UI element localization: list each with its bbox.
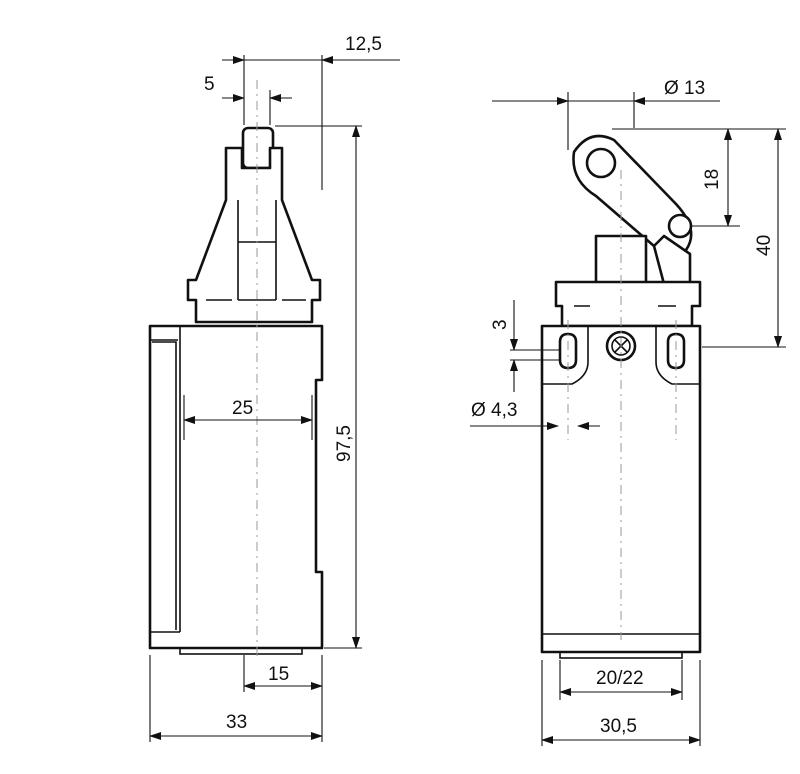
- front-view: [470, 92, 786, 746]
- head-housing: [186, 146, 322, 324]
- mount-slot-left: [558, 332, 578, 370]
- dim-roller-diameter: Ø 13: [664, 78, 705, 99]
- dim-top-width: 12,5: [345, 34, 382, 55]
- mount-slot-right: [666, 332, 686, 370]
- dim-body-width: 33: [226, 712, 247, 733]
- dim-plunger-width: 5: [204, 74, 215, 95]
- side-view: [148, 55, 400, 742]
- dim-overall-height-front: 97,5: [334, 425, 355, 462]
- arm-pivot: [667, 213, 693, 239]
- front-head: [554, 280, 702, 328]
- dim-body-depth: 30,5: [600, 716, 637, 737]
- dim-hole-diameter: Ø 4,3: [471, 400, 517, 421]
- dim-overall-height-side: 40: [754, 235, 775, 256]
- roller-wheel: [585, 147, 617, 179]
- dim-inner-width: 25: [232, 398, 253, 419]
- dim-base-offset: 15: [268, 664, 289, 685]
- plunger-cap: [241, 126, 275, 170]
- dim-slot-spacing: 3: [490, 319, 511, 330]
- dim-mount-spacing: 20/22: [596, 668, 644, 689]
- dim-arm-height: 18: [702, 169, 723, 190]
- dimension-labels: 12,5 5 Ø 13 18 40 97,5 3 Ø 4,3 25 15 33 …: [204, 34, 775, 737]
